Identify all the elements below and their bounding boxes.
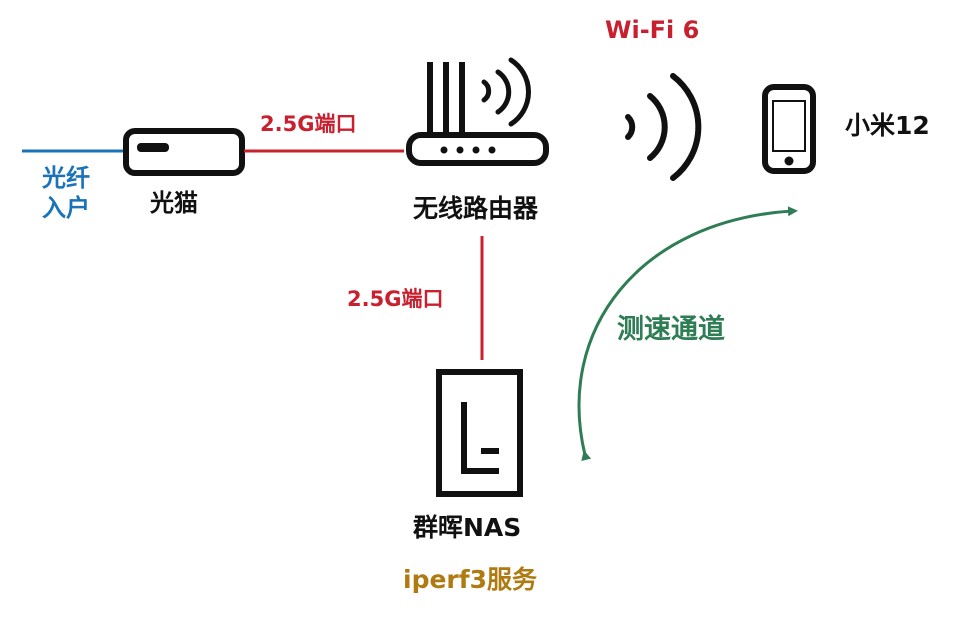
- router-label: 无线路由器: [413, 194, 539, 223]
- nas-service-label: iperf3服务: [403, 565, 538, 594]
- test-path-label: 测速通道: [617, 314, 725, 345]
- nas-label: 群晖NAS: [413, 513, 522, 542]
- modem-icon: [123, 128, 245, 176]
- wifi-signal-icon: [625, 73, 702, 181]
- port-label-top: 2.5G端口: [260, 112, 357, 136]
- nas-icon: [436, 369, 523, 497]
- smartphone-icon: [762, 84, 816, 174]
- fiber-label-line1: 光纤: [42, 164, 90, 192]
- wifi-label: Wi-Fi 6: [605, 16, 700, 44]
- phone-label: 小米12: [845, 111, 930, 140]
- port-label-vertical: 2.5G端口: [347, 287, 444, 311]
- router-icon: [406, 57, 549, 166]
- test-path-arrow: [577, 206, 798, 462]
- fiber-label-line2: 入户: [42, 194, 90, 222]
- modem-label: 光猫: [150, 189, 198, 217]
